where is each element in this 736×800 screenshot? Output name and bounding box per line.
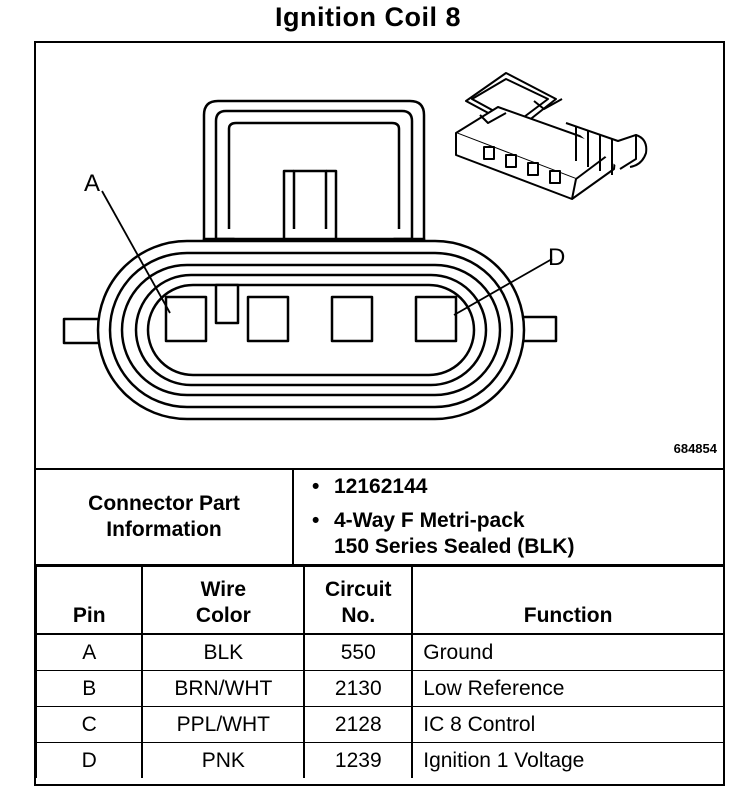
- cell-pin: B: [36, 670, 144, 707]
- cell-circuit: 550: [303, 633, 414, 671]
- pin-cavity-c: [330, 295, 374, 343]
- connector-body: [96, 239, 526, 421]
- cell-wire-color: BRN/WHT: [141, 670, 306, 707]
- connector-info-list: 12162144 4-Way F Metri-pack 150 Series S…: [294, 470, 723, 564]
- cell-wire-color: PNK: [141, 742, 306, 778]
- connector-key: [214, 283, 240, 325]
- connector-part-number: 12162144: [312, 474, 428, 500]
- cell-wire-color: PPL/WHT: [141, 706, 306, 743]
- page-title: Ignition Coil 8: [275, 2, 461, 32]
- table-row: B BRN/WHT 2130 Low Reference: [36, 670, 723, 707]
- connector-info-label-text: Connector Part Information: [88, 492, 240, 541]
- header-pin: Pin: [36, 566, 144, 635]
- header-wire-color: Wire Color: [141, 566, 306, 635]
- cell-circuit: 1239: [303, 742, 414, 778]
- diagram-frame: A D 684854 Connector Part Information 12…: [34, 41, 725, 786]
- cell-function: Low Reference: [411, 670, 723, 707]
- pin-cavity-d: [414, 295, 458, 343]
- cell-circuit: 2128: [303, 706, 414, 743]
- connector-info-label: Connector Part Information: [36, 470, 294, 564]
- cell-circuit: 2130: [303, 670, 414, 707]
- connector-info-row: Connector Part Information 12162144 4-Wa…: [36, 468, 723, 566]
- cell-function: Ignition 1 Voltage: [411, 742, 723, 778]
- connector-description: 4-Way F Metri-pack 150 Series Sealed (BL…: [312, 508, 574, 560]
- connector-diagram: A D 684854: [36, 43, 723, 468]
- figure-number: 684854: [673, 441, 717, 456]
- cell-pin: A: [36, 633, 144, 671]
- pinout-header-row: Pin Wire Color Circuit No. Function: [36, 566, 723, 635]
- pinout-table: Pin Wire Color Circuit No. Function A BL…: [36, 566, 723, 778]
- pin-cavity-a: [164, 295, 208, 343]
- connector-3d-sketch: [455, 72, 648, 200]
- table-row: D PNK 1239 Ignition 1 Voltage: [36, 742, 723, 778]
- leader-line-a: [101, 190, 171, 314]
- header-circuit-no: Circuit No.: [303, 566, 414, 635]
- cell-pin: C: [36, 706, 144, 743]
- leader-line-d: [453, 258, 553, 316]
- pin-cavity-b: [246, 295, 290, 343]
- connector-latch: [202, 99, 426, 249]
- table-row: C PPL/WHT 2128 IC 8 Control: [36, 706, 723, 743]
- callout-label-d: D: [548, 244, 565, 271]
- cell-wire-color: BLK: [141, 633, 306, 671]
- header-function: Function: [411, 566, 723, 635]
- cell-function: IC 8 Control: [411, 706, 723, 743]
- connector-face-drawing: A D: [62, 72, 648, 421]
- table-row: A BLK 550 Ground: [36, 633, 723, 671]
- callout-label-a: A: [84, 170, 100, 197]
- cell-function: Ground: [411, 633, 723, 671]
- cell-pin: D: [36, 742, 144, 778]
